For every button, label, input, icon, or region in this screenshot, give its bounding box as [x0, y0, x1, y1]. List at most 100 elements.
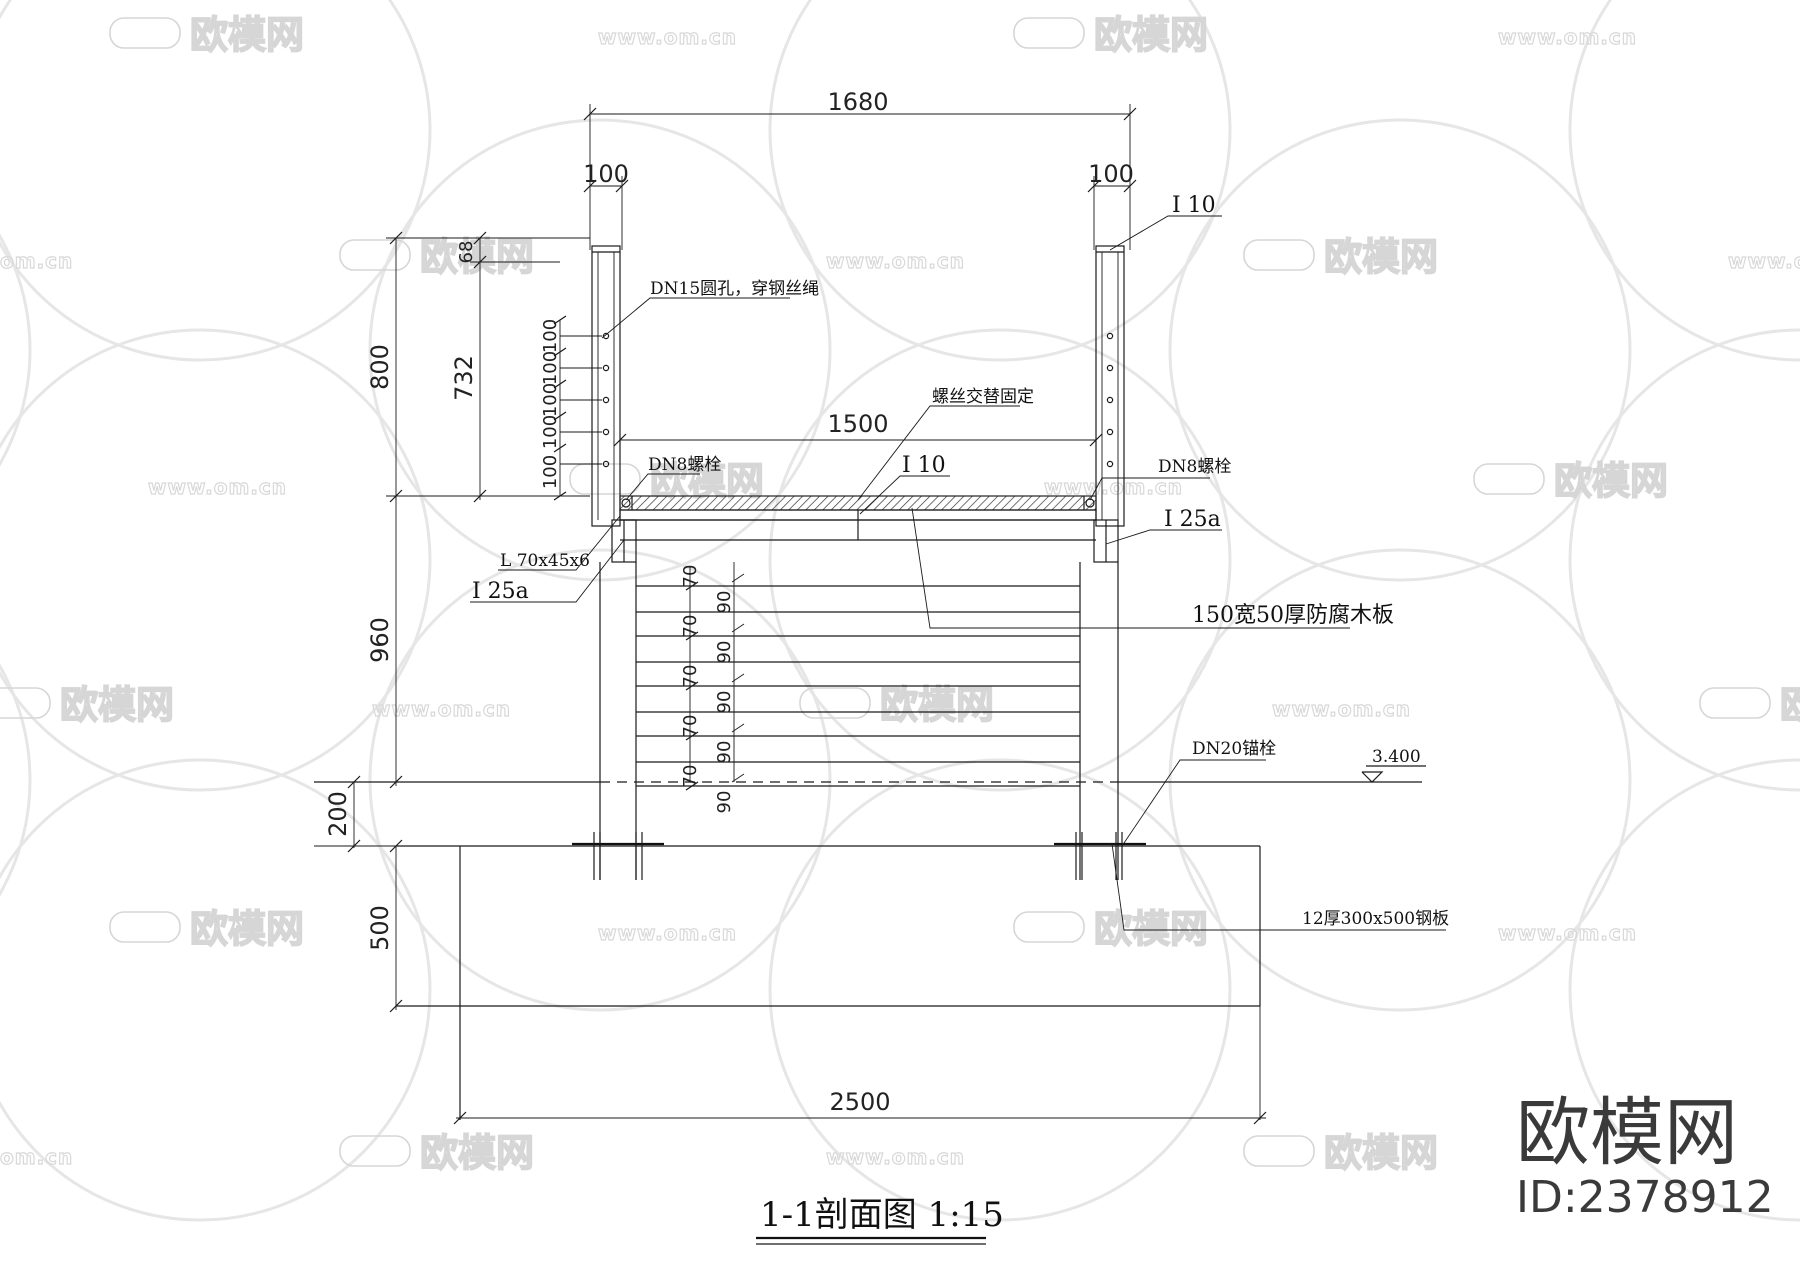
note-i25a-left: I 25a [472, 579, 529, 604]
rope-hole [1106, 332, 1114, 340]
dimension-base-width: 2500 [453, 1088, 1267, 1125]
watermark-brand: 欧模网 [190, 907, 304, 951]
dim-tread-90: 90 [714, 791, 735, 814]
watermark-brand: 欧模网 [1094, 907, 1208, 951]
note-dn8-left: DN8螺栓 [648, 455, 721, 475]
dimension-left-post: 100 [583, 160, 629, 250]
dim-hole-spacing: 100 [540, 415, 561, 449]
watermark-url: www.om.cn [148, 475, 287, 499]
note-angle: L 70x45x6 [500, 551, 590, 571]
dim-tread-70: 70 [680, 665, 701, 688]
dim-tread-90: 90 [714, 741, 735, 764]
annotation-plate: 12厚300x500钢板 [1111, 843, 1449, 931]
dim-tread-70: 70 [680, 615, 701, 638]
deck [619, 495, 1097, 541]
rope-hole [602, 460, 610, 468]
dim-200: 200 [324, 791, 352, 837]
note-wood-board: 150宽50厚防腐木板 [1192, 603, 1394, 628]
watermark-logo-icon [1699, 687, 1771, 719]
rope-hole [602, 332, 610, 340]
dim-hole-spacing: 100 [540, 455, 561, 489]
drawing-title: 1-1剖面图 1:15 [756, 1195, 1004, 1245]
rope-holes [560, 332, 1114, 468]
watermark-logo-icon [1013, 911, 1085, 943]
watermark-brand: 欧模网 [60, 683, 174, 727]
support-columns [599, 519, 1119, 880]
logo-brand: 欧模网 [1516, 1090, 1738, 1176]
dimension-rail-span: 1500 [613, 410, 1103, 447]
elevation-line: 3.400 [314, 747, 1426, 783]
watermark-logo-icon [109, 17, 181, 49]
watermark-url: www.om.cn [598, 921, 737, 945]
watermark-brand: 欧模网 [1554, 459, 1668, 503]
watermark-arcs [0, 0, 1800, 1222]
dim-960: 960 [366, 617, 394, 663]
annotation-i10-mid: I 10 [859, 453, 950, 515]
watermark-logo-icon [1243, 1135, 1315, 1167]
annotation-i25a-right: I 25a [1105, 507, 1222, 545]
note-i10-mid: I 10 [902, 453, 946, 478]
watermark-url: www.om.cn [826, 1145, 965, 1169]
watermark-brand: 欧模网 [1324, 235, 1438, 279]
dim-800: 800 [366, 344, 394, 390]
watermark-url: www.om.cn [598, 25, 737, 49]
watermark-url: www.om.cn [1498, 921, 1637, 945]
note-i25a-right: I 25a [1164, 507, 1221, 532]
dim-hole-spacing: 100 [540, 319, 561, 353]
watermark-url: www.om.cn [826, 249, 965, 273]
watermark-brand: 欧模网 [1324, 1131, 1438, 1175]
note-screw-fix: 螺丝交替固定 [932, 387, 1034, 407]
watermark-logo-icon [1243, 239, 1315, 271]
watermark-logo-icon [1473, 463, 1545, 495]
watermark-url: www.om.cn [1498, 25, 1637, 49]
dim-tread-70: 70 [680, 715, 701, 738]
dim-left-100: 100 [583, 160, 629, 188]
watermark-logo-icon [0, 687, 51, 719]
annotation-dn8-right: DN8螺栓 [1089, 457, 1231, 501]
watermark-logo-icon [1013, 17, 1085, 49]
watermark-logo-icon [339, 1135, 411, 1167]
annotation-screw: 螺丝交替固定 [857, 387, 1034, 501]
right-post [1095, 245, 1125, 527]
watermark-logo-icon [569, 463, 641, 495]
watermark-logo-icon [339, 239, 411, 271]
left-post [591, 245, 621, 527]
rope-hole [1106, 460, 1114, 468]
dim-hole-spacing: 100 [540, 383, 561, 417]
rope-hole [1106, 428, 1114, 436]
dim-1680: 1680 [827, 88, 888, 116]
note-dn8-right: DN8螺栓 [1158, 457, 1231, 477]
watermark-url: www.om.cn [372, 697, 511, 721]
dimension-200: 200 [314, 775, 400, 853]
logo-id: ID:2378912 [1516, 1172, 1774, 1223]
watermark-brand: 欧模网 [1094, 13, 1208, 57]
watermark-brand: 欧模网 [420, 1131, 534, 1175]
dim-500: 500 [366, 905, 394, 951]
watermark-url-short: om.cn [0, 249, 73, 273]
dimension-top-width: 1680 [583, 88, 1137, 250]
dimension-left-heights: 800 732 68 [366, 231, 590, 503]
watermark-brand: 欧模网 [1780, 683, 1800, 727]
elevation-label: 3.400 [1372, 747, 1421, 767]
dim-2500: 2500 [829, 1088, 890, 1116]
watermark-url: www.om.cn [1728, 249, 1800, 273]
watermark-url: www.om.cn [1044, 475, 1183, 499]
dim-tread-70: 70 [680, 565, 701, 588]
watermark-logo-icon [799, 687, 871, 719]
dimension-500: 500 [366, 839, 403, 1013]
dim-tread-90: 90 [714, 591, 735, 614]
note-anchor: DN20锚栓 [1192, 739, 1276, 759]
note-i10-top: I 10 [1172, 193, 1216, 218]
rope-hole [1106, 396, 1114, 404]
annotation-i25a-left: I 25a [470, 539, 625, 604]
watermark-logo-icon [109, 911, 181, 943]
note-steel-plate: 12厚300x500钢板 [1302, 909, 1449, 929]
dim-tread-90: 90 [714, 691, 735, 714]
dim-1500: 1500 [827, 410, 888, 438]
note-dn15-hole: DN15圆孔，穿钢丝绳 [650, 279, 819, 299]
watermark-brand: 欧模网 [190, 13, 304, 57]
rope-hole [1106, 364, 1114, 372]
